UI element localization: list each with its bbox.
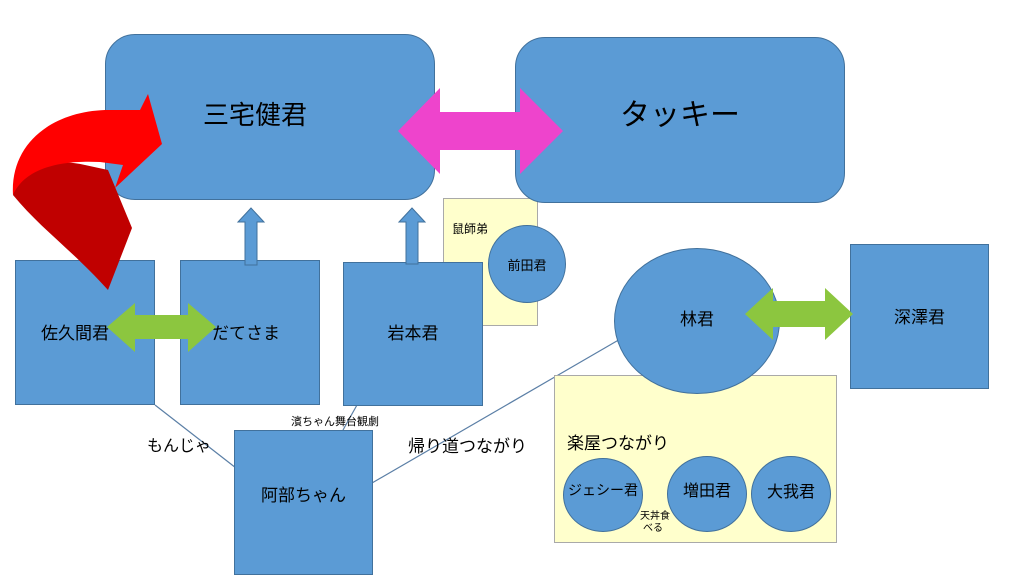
maeda-label: 前田君 xyxy=(507,258,547,274)
connector-hayashi-abe xyxy=(371,337,623,484)
jesse-node[interactable]: ジェシー君 xyxy=(563,458,643,532)
maeda-node[interactable]: 前田君 xyxy=(488,225,566,303)
mouse-disciple-label: 鼠師弟 xyxy=(452,222,489,236)
fukazawa-node[interactable]: 深澤君 xyxy=(850,244,989,389)
gakuya-label: 楽屋つながり xyxy=(567,434,669,454)
kaerimichi-label: 帰り道つながり xyxy=(408,437,527,457)
hama-stage-label: 濱ちゃん舞台観劇 xyxy=(291,415,379,428)
sakuma-node[interactable]: 佐久間君 xyxy=(15,260,155,405)
datesama-node[interactable]: だてさま xyxy=(180,260,320,405)
connector-sakuma-abe xyxy=(154,404,237,469)
hayashi-node[interactable]: 林君 xyxy=(614,248,780,394)
abe-node[interactable]: 阿部ちゃん xyxy=(234,430,373,575)
sakuma-label: 佐久間君 xyxy=(41,324,109,344)
taiga-node[interactable]: 大我君 xyxy=(751,456,831,532)
hayashi-label: 林君 xyxy=(680,309,714,330)
masuda-label: 増田君 xyxy=(682,481,731,500)
connector-iwamoto-abe xyxy=(342,404,358,431)
fukazawa-label: 深澤君 xyxy=(894,307,945,328)
takky-node[interactable]: タッキー xyxy=(515,37,845,203)
masuda-node[interactable]: 増田君 xyxy=(667,456,747,532)
tendon-label-line1: 天丼食 xyxy=(640,511,670,522)
monja-label: もんじゃ xyxy=(147,436,212,455)
abe-label: 阿部ちゃん xyxy=(261,486,346,506)
iwamoto-label: 岩本君 xyxy=(387,323,439,344)
iwamoto-node[interactable]: 岩本君 xyxy=(343,262,483,406)
takky-label: タッキー xyxy=(620,98,740,133)
miyake-node[interactable]: 三宅健君 xyxy=(105,34,435,200)
jesse-label: ジェシー君 xyxy=(568,483,638,499)
miyake-label: 三宅健君 xyxy=(202,100,307,131)
taiga-label: 大我君 xyxy=(766,482,815,501)
tendon-label-line2: べる xyxy=(643,523,663,534)
datesama-label: だてさま xyxy=(212,324,280,344)
